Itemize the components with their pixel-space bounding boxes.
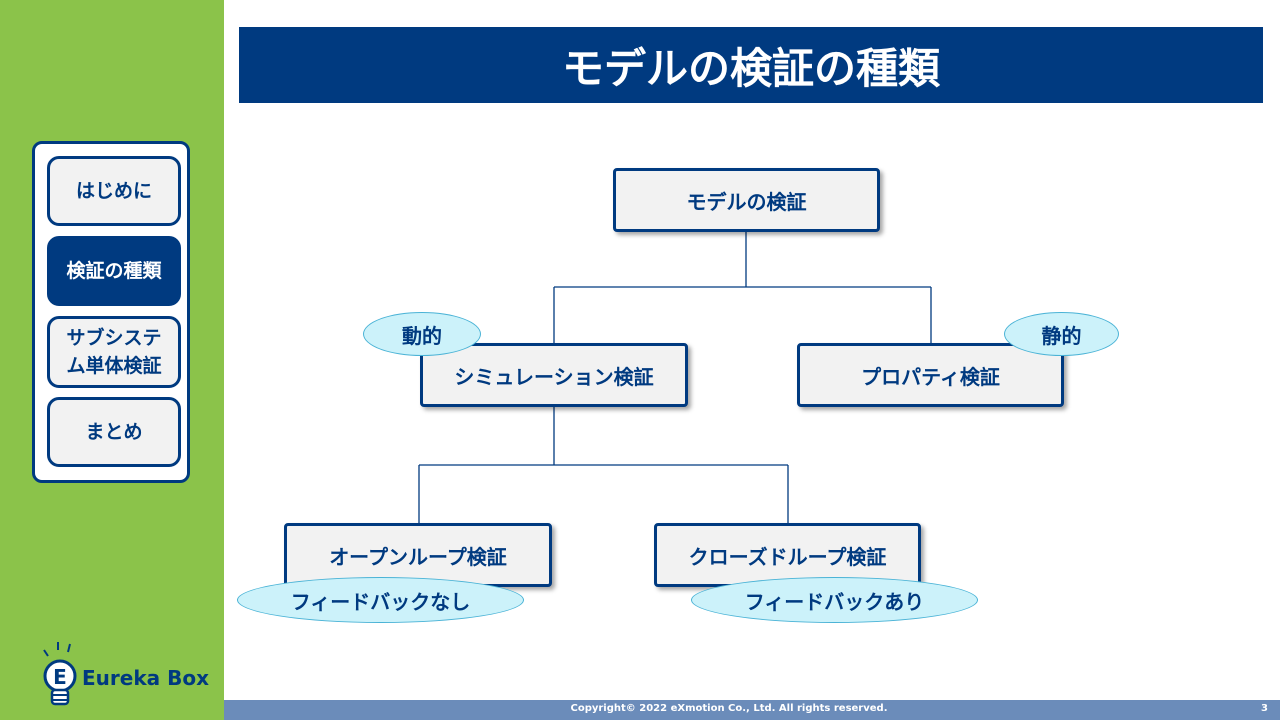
- nav-item-subsystem[interactable]: サブシステム単体検証: [47, 316, 181, 388]
- nav-item-types[interactable]: 検証の種類: [47, 236, 181, 306]
- dynamic-tag: 動的: [363, 312, 481, 356]
- logo-text: Eureka Box: [82, 666, 209, 690]
- static-tag: 静的: [1004, 312, 1119, 356]
- copyright-text: Copyright© 2022 eXmotion Co., Ltd. All r…: [570, 703, 888, 714]
- page-number: 3: [1261, 703, 1268, 714]
- sidebar: はじめに 検証の種類 サブシステム単体検証 まとめ E Eureka Box: [0, 0, 224, 720]
- feedback-tag: フィードバックあり: [691, 577, 978, 623]
- nav-panel: はじめに 検証の種類 サブシステム単体検証 まとめ: [32, 141, 190, 483]
- nav-item-intro[interactable]: はじめに: [47, 156, 181, 226]
- footer: Copyright© 2022 eXmotion Co., Ltd. All r…: [224, 700, 1280, 720]
- lightbulb-icon: E: [43, 642, 77, 706]
- nav-item-subsystem-label: サブシステム単体検証: [66, 327, 162, 377]
- open-loop-verification-node: オープンループ検証: [284, 523, 552, 587]
- model-verification-node: モデルの検証: [613, 168, 880, 232]
- simulation-verification-node: シミュレーション検証: [420, 343, 688, 407]
- svg-text:E: E: [53, 665, 67, 689]
- nav-item-summary[interactable]: まとめ: [47, 397, 181, 467]
- closed-loop-verification-node: クローズドループ検証: [654, 523, 921, 587]
- page-title: モデルの検証の種類: [239, 27, 1263, 103]
- property-verification-node: プロパティ検証: [797, 343, 1064, 407]
- no-feedback-tag: フィードバックなし: [237, 577, 524, 623]
- eureka-box-logo: E Eureka Box: [36, 636, 209, 716]
